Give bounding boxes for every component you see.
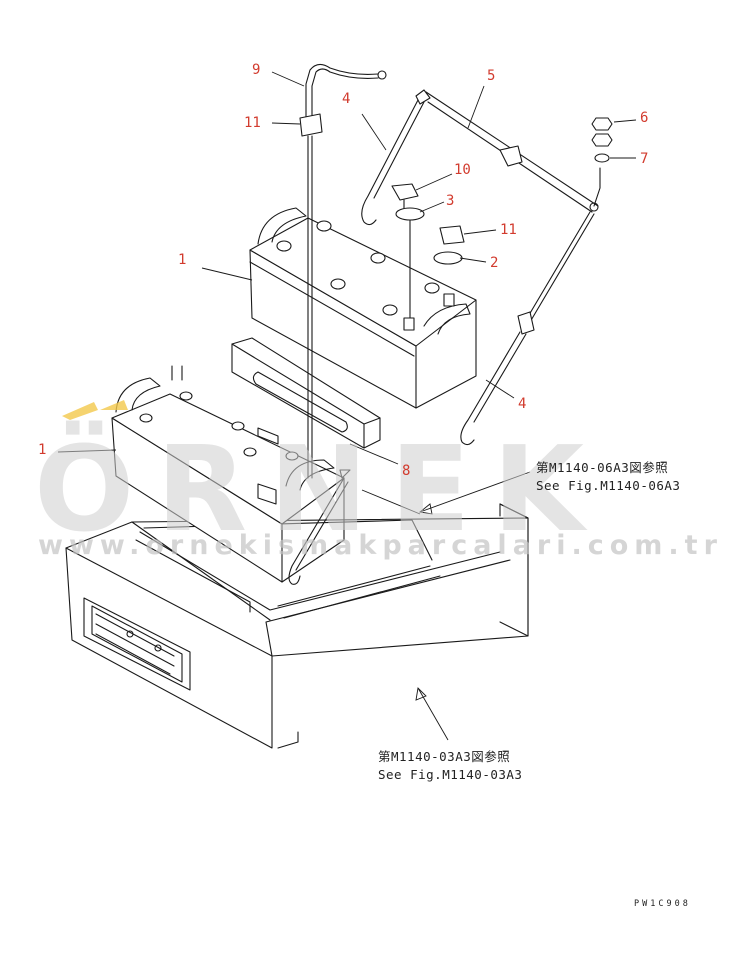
ref-lower-jp: 第M1140-03A3図参照 (378, 749, 510, 764)
hook-rod-right (460, 167, 601, 446)
callout-5: 5 (487, 68, 495, 84)
callout-9: 9 (252, 62, 260, 78)
watermark-url: www.ornekismakparcalari.com.tr (38, 530, 723, 561)
battery-cable-left (361, 89, 431, 226)
drawing-code: PW1C908 (634, 899, 691, 909)
callouts: 9 11 4 5 6 7 10 3 11 2 1 4 1 8 (38, 62, 648, 479)
callout-8: 8 (402, 463, 410, 479)
hook-rod-lower (288, 469, 351, 585)
leader-lines (57, 71, 637, 741)
callout-11-right: 11 (500, 222, 517, 238)
callout-7: 7 (640, 151, 648, 167)
ref-upper-en: See Fig.M1140-06A3 (536, 478, 680, 493)
ground-cable (299, 63, 387, 479)
watermark-accent-icon (62, 400, 128, 420)
ref-upper-jp: 第M1140-06A3図参照 (536, 460, 668, 475)
callout-10: 10 (454, 162, 471, 178)
callout-4-cable: 4 (342, 91, 350, 107)
callout-3: 3 (446, 193, 454, 209)
callout-11-left: 11 (244, 115, 261, 131)
watermark-brand: ÖRNEK (34, 420, 606, 558)
callout-2: 2 (490, 255, 498, 271)
ref-lower-en: See Fig.M1140-03A3 (378, 767, 522, 782)
callout-1-top: 1 (178, 252, 186, 268)
callout-4-rod: 4 (518, 396, 526, 412)
spacer-pad (231, 337, 381, 449)
battery-box (65, 503, 529, 749)
hold-down-bar (425, 91, 599, 213)
lower-battery (111, 365, 345, 583)
reference-notes: 第M1140-06A3図参照 See Fig.M1140-06A3 第M1140… (378, 460, 680, 782)
terminal-parts (391, 117, 613, 319)
callout-6: 6 (640, 110, 648, 126)
watermark: ÖRNEK www.ornekismakparcalari.com.tr (34, 400, 723, 561)
callout-1-bottom: 1 (38, 442, 46, 458)
upper-battery (249, 207, 477, 409)
